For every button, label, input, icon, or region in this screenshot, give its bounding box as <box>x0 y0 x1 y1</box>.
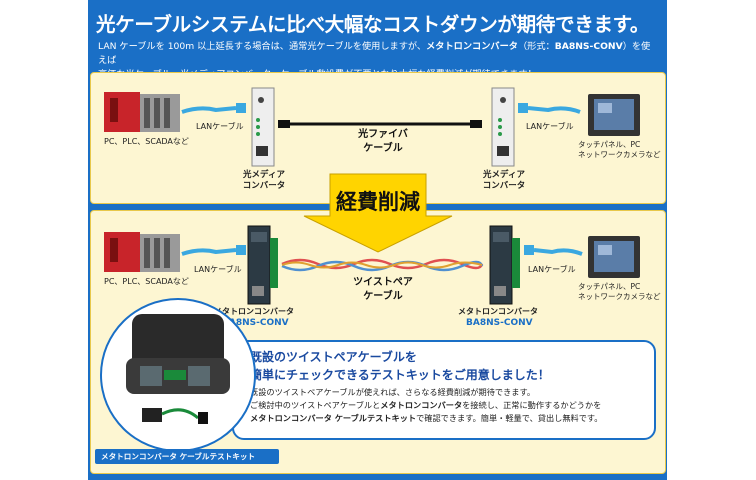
page-title: 光ケーブルシステムに比べ大幅なコストダウンが期待できます。 <box>96 13 650 36</box>
touch-panel-icon <box>588 94 640 136</box>
metatron-converter-icon <box>247 225 278 305</box>
touch-panel-label: タッチパネル、PC ネットワークカメラなど <box>578 140 661 159</box>
plc-rack-icon <box>104 92 180 132</box>
optical-converter-icon <box>491 87 515 167</box>
fiber-cable-icon <box>278 120 482 128</box>
metatron-converter-icon <box>489 225 520 305</box>
lan-cable-icon <box>181 103 246 114</box>
test-kit-heading: 既設のツイストペアケーブルを 簡単にチェックできるテストキットをご用意しました！ <box>250 350 550 382</box>
cost-reduction-label: 経費削減 <box>336 190 420 214</box>
fiber-cable-label: 光ファイバ ケーブル <box>358 129 408 154</box>
lan-cable-label-right: LANケーブル <box>526 122 574 131</box>
test-kit-case-icon <box>126 314 230 424</box>
optical-converter-icon <box>251 87 275 167</box>
test-kit-info-box <box>232 340 656 440</box>
optical-converter-label-left: 光メディア コンバータ <box>242 170 286 191</box>
twisted-pair-label: ツイストペア ケーブル <box>353 277 413 302</box>
test-kit-photo <box>100 298 256 452</box>
lan-cable-icon <box>524 245 583 256</box>
twisted-pair-cable-icon <box>281 258 484 272</box>
model-label-right: BA8NS-CONV <box>466 318 533 328</box>
model-label-left: BA8NS-CONV <box>222 318 289 328</box>
plc-label: PC、PLC、SCADAなど <box>104 137 189 146</box>
lan-cable-icon <box>518 103 581 114</box>
lan-cable-label-right: LANケーブル <box>528 265 576 274</box>
test-kit-description: 既設のツイストペアケーブルが使えれば、さらなる経費削減が期待できます。 ご検討中… <box>250 387 603 423</box>
lan-cable-label-left: LANケーブル <box>194 265 242 274</box>
metatron-converter-label-left: メタトロンコンバータ <box>214 307 294 316</box>
touch-panel-label: タッチパネル、PC ネットワークカメラなど <box>578 282 661 301</box>
cost-reduction-arrow <box>303 173 453 253</box>
lan-cable-icon <box>181 245 246 256</box>
touch-panel-icon <box>588 236 640 278</box>
plc-rack-icon <box>104 232 180 272</box>
plc-label: PC、PLC、SCADAなど <box>104 277 189 286</box>
metatron-converter-label-right: メタトロンコンバータ <box>458 307 538 316</box>
optical-converter-label-right: 光メディア コンバータ <box>482 170 526 191</box>
test-kit-caption: メタトロンコンバータ ケーブルテストキット <box>95 449 279 464</box>
lan-cable-label-left: LANケーブル <box>196 122 244 131</box>
